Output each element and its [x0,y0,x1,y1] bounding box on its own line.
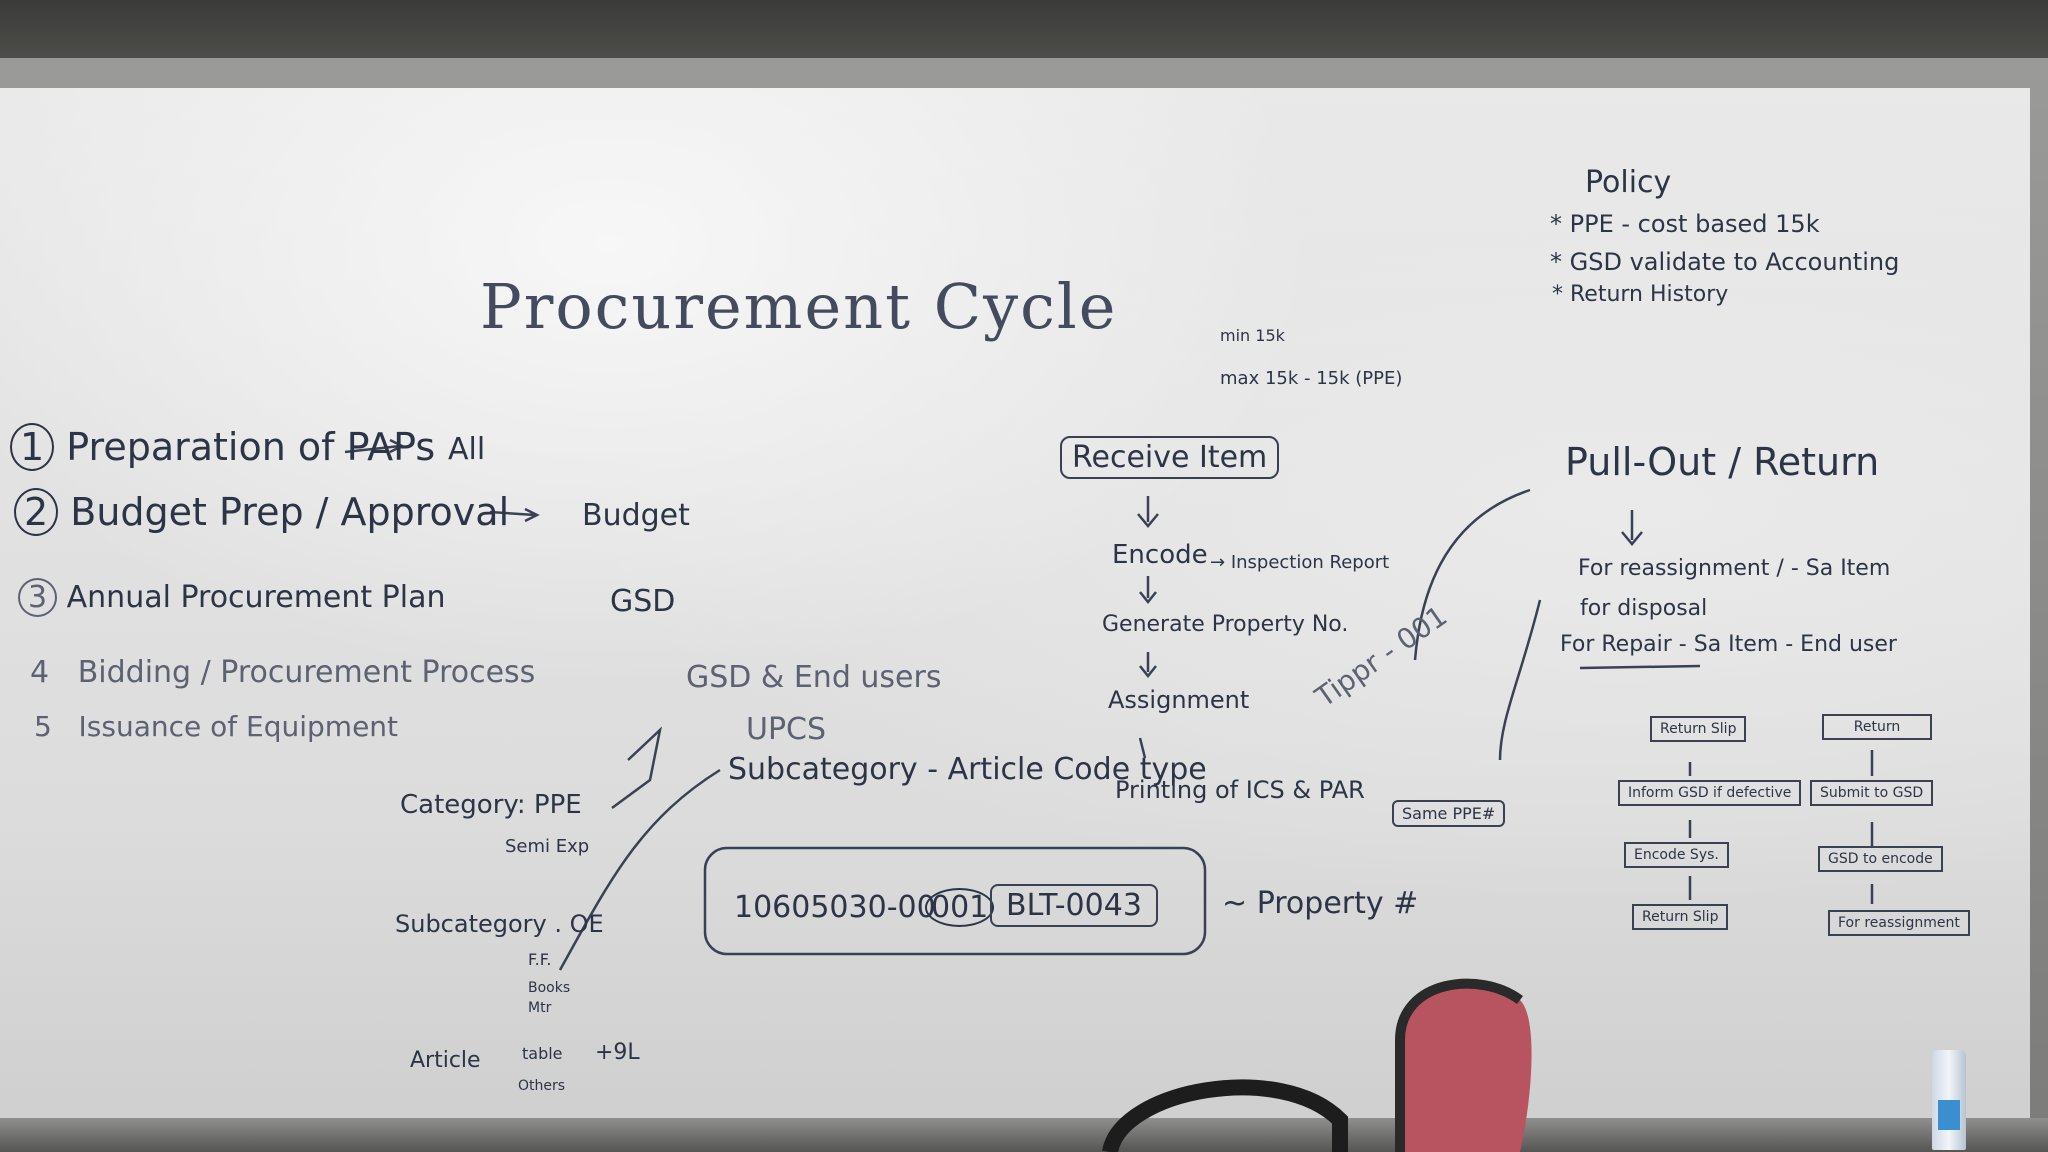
step-text: Issuance of Equipment [78,710,399,743]
policy-item-text: Return History [1570,282,1729,307]
pullout-line: for disposal [1580,596,1708,621]
policy-item: * GSD validate to Accounting [1550,248,1900,276]
step-owner: Budget [582,498,690,533]
board-title: Procurement Cycle [480,270,1118,343]
assignment-step: Assignment [1108,686,1250,714]
step-number: 2 [14,488,59,536]
policy-item: * Return History [1552,282,1729,307]
step-number: 3 [18,578,58,617]
step-number: 1 [10,423,55,471]
printing-step: Printing of ICS & PAR [1115,776,1365,804]
step-5: 5 Issuance of Equipment [34,710,398,743]
step-2: 2 Budget Prep / Approval [14,488,510,536]
property-number-label-text: Property # [1256,886,1419,921]
category-label: Category: PPE [400,790,582,820]
side-note-same-ppe: Same PPE# [1392,800,1506,827]
step-owner: GSD [610,584,676,619]
step-owner: All [448,432,486,467]
subcategory-label: Subcategory . OE [395,910,604,938]
subcategory-item: F.F. [528,950,552,969]
generate-property-no: Generate Property No. [1102,612,1349,637]
note-min: min 15k [1220,326,1285,345]
marker-tray [0,1118,2048,1152]
property-code-part1: 10605030-00 [734,890,936,925]
step-owner: GSD & End users [686,660,942,695]
policy-heading: Policy [1585,165,1672,200]
subcategory-item: Books [528,980,571,996]
property-code-part3: BLT-0043 [990,884,1158,927]
property-code-part2: 001 [925,888,995,927]
flow-box-inform-gsd: Inform GSD if defective [1618,780,1802,806]
flow-box-encode-sys: Encode Sys. [1624,842,1729,868]
category-sub: Semi Exp [505,836,590,857]
subcategory-line: Subcategory - Article Code type [728,752,1207,787]
flow-box-return-slip: Return Slip [1650,716,1747,742]
inspection-report-text: Inspection Report [1230,552,1390,573]
step-text: Annual Procurement Plan [66,580,446,615]
step-number: 5 [34,710,52,743]
step-1: 1 Preparation of PAPs [10,423,436,471]
upcs-label: UPCS [746,712,827,747]
marker-label [1938,1100,1960,1130]
step-text: Budget Prep / Approval [70,490,510,534]
policy-item-text: GSD validate to Accounting [1569,248,1900,276]
policy-item: * PPE - cost based 15k [1550,210,1820,238]
flow-box-reassignment: For reassignment [1828,910,1970,936]
flow-box-return: Return [1822,714,1932,740]
step-3: 3 Annual Procurement Plan [18,578,446,617]
note-max: max 15k - 15k (PPE) [1220,368,1403,389]
property-number-label: ~ Property # [1222,886,1419,921]
article-extra: +9L [595,1040,640,1065]
step-text: Bidding / Procurement Process [77,655,536,690]
article-item: table [522,1044,563,1063]
step-text: Preparation of PAPs [66,425,436,469]
pullout-line: For Repair - Sa Item - End user [1560,632,1897,657]
encode-step: Encode [1112,540,1208,570]
article-item: Others [518,1078,566,1094]
subcategory-item: Mtr [528,1000,552,1016]
article-label: Article [410,1048,481,1073]
step-4: 4 Bidding / Procurement Process [30,655,535,690]
flow-box-gsd-encode: GSD to encode [1818,846,1943,872]
step-number: 4 [30,655,50,690]
flow-box-return-slip-2: Return Slip [1632,904,1729,930]
pullout-heading: Pull-Out / Return [1565,440,1880,484]
pullout-line: For reassignment / - Sa Item [1578,556,1891,581]
inspection-report: → Inspection Report [1210,552,1390,573]
chair [1102,978,1532,1152]
flow-box-submit-gsd: Submit to GSD [1810,780,1934,806]
receive-item-box: Receive Item [1060,436,1280,479]
policy-item-text: PPE - cost based 15k [1569,210,1820,238]
